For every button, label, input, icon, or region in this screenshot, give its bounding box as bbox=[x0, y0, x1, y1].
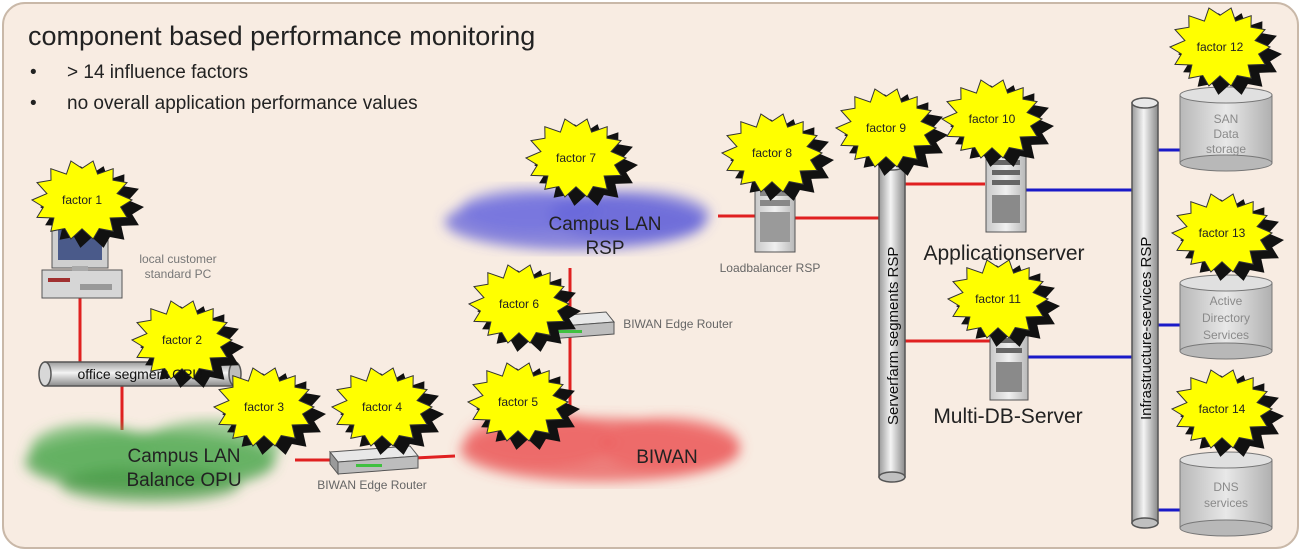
factor-star-shape bbox=[946, 259, 1050, 339]
campus-rsp-label-2: RSP bbox=[585, 238, 624, 259]
factor-label-12: factor 12 bbox=[1197, 40, 1244, 54]
factor-star-shape bbox=[834, 88, 938, 168]
san-label-2: Data bbox=[1213, 127, 1239, 141]
factor-label-6: factor 6 bbox=[499, 297, 539, 311]
san-label-3: storage bbox=[1206, 142, 1246, 156]
factor-label-3: factor 3 bbox=[244, 400, 284, 414]
san-label-1: SAN bbox=[1214, 112, 1239, 126]
loadbalancer-label: Loadbalancer RSP bbox=[720, 261, 821, 275]
factor-label-11: factor 11 bbox=[975, 292, 1021, 306]
ad-label-2: Directory bbox=[1202, 311, 1250, 325]
active-directory-cylinder bbox=[1179, 274, 1273, 360]
db-server-label: Multi-DB-Server bbox=[933, 405, 1082, 428]
factor-star-1: factor 1 bbox=[30, 160, 144, 248]
serverfarm-label: Serverfarm segments RSP bbox=[885, 247, 902, 425]
dns-label-1: DNS bbox=[1213, 480, 1238, 494]
factor-label-7: factor 7 bbox=[556, 151, 596, 165]
router-bottom-icon bbox=[329, 445, 419, 476]
factor-star-10: factor 10 bbox=[940, 79, 1054, 167]
factor-star-6: factor 6 bbox=[467, 264, 581, 352]
router-bottom-label: BIWAN Edge Router bbox=[317, 478, 427, 492]
factor-star-shape bbox=[1168, 7, 1272, 87]
bullet-dot-1: • bbox=[30, 62, 37, 83]
bullet-2: no overall application performance value… bbox=[67, 93, 418, 114]
factor-star-2: factor 2 bbox=[130, 300, 244, 388]
infrastructure-pipe bbox=[1131, 97, 1159, 529]
factor-label-14: factor 14 bbox=[1199, 402, 1246, 416]
factor-label-1: factor 1 bbox=[62, 193, 102, 207]
factor-star-5: factor 5 bbox=[466, 362, 580, 450]
factor-label-2: factor 2 bbox=[162, 333, 202, 347]
dns-label-2: services bbox=[1204, 496, 1248, 510]
factor-star-shape bbox=[524, 118, 628, 198]
ad-label-1: Active bbox=[1210, 294, 1243, 308]
page-title: component based performance monitoring bbox=[28, 21, 535, 51]
factor-label-13: factor 13 bbox=[1199, 226, 1246, 240]
factor-star-3: factor 3 bbox=[212, 367, 326, 455]
factor-label-8: factor 8 bbox=[752, 146, 792, 160]
applicationserver-label: Applicationserver bbox=[923, 242, 1084, 265]
factor-stars: factor 1 factor 2 factor 3 factor 4 factor 5… bbox=[30, 7, 1284, 457]
factor-label-9: factor 9 bbox=[866, 121, 906, 135]
factor-star-shape bbox=[940, 79, 1044, 159]
dns-cylinder bbox=[1179, 451, 1273, 537]
biwan-label: BIWAN bbox=[636, 447, 698, 468]
factor-star-shape bbox=[330, 367, 434, 447]
bullet-dot-2: • bbox=[30, 93, 37, 114]
campus-opu-label-1: Campus LAN bbox=[128, 446, 241, 467]
factor-star-7: factor 7 bbox=[524, 118, 638, 206]
factor-star-13: factor 13 bbox=[1170, 193, 1284, 281]
serverfarm-pipe bbox=[878, 159, 906, 483]
office-segment-label: office segment OPU bbox=[77, 366, 202, 382]
factor-star-shape bbox=[720, 113, 824, 193]
campus-lan-rsp-cloud bbox=[445, 188, 710, 250]
factor-label-4: factor 4 bbox=[362, 400, 402, 414]
factor-star-shape bbox=[212, 367, 316, 447]
factor-star-shape bbox=[1170, 369, 1274, 449]
factor-star-shape bbox=[466, 362, 570, 442]
factor-star-shape bbox=[30, 160, 134, 240]
ad-label-3: Services bbox=[1203, 328, 1249, 342]
factor-label-10: factor 10 bbox=[969, 112, 1016, 126]
campus-rsp-label-1: Campus LAN bbox=[549, 214, 662, 235]
factor-star-4: factor 4 bbox=[330, 367, 444, 455]
factor-star-12: factor 12 bbox=[1168, 7, 1282, 95]
factor-star-9: factor 9 bbox=[834, 88, 948, 176]
router-mid-label: BIWAN Edge Router bbox=[623, 317, 733, 331]
factor-star-shape bbox=[467, 264, 571, 344]
pc-label-line-1: local customer bbox=[139, 252, 216, 266]
pc-label-line-2: standard PC bbox=[145, 267, 212, 281]
factor-star-14: factor 14 bbox=[1170, 369, 1284, 457]
factor-star-8: factor 8 bbox=[720, 113, 834, 201]
bullet-1: > 14 influence factors bbox=[67, 62, 248, 83]
factor-star-11: factor 11 bbox=[946, 259, 1060, 347]
factor-star-shape bbox=[1170, 193, 1274, 273]
infrastructure-label: Infrastructure-services RSP bbox=[1138, 237, 1155, 420]
campus-opu-label-2: Balance OPU bbox=[126, 470, 241, 491]
factor-label-5: factor 5 bbox=[498, 395, 538, 409]
connection-lines bbox=[78, 148, 1182, 512]
factor-star-shape bbox=[130, 300, 234, 380]
